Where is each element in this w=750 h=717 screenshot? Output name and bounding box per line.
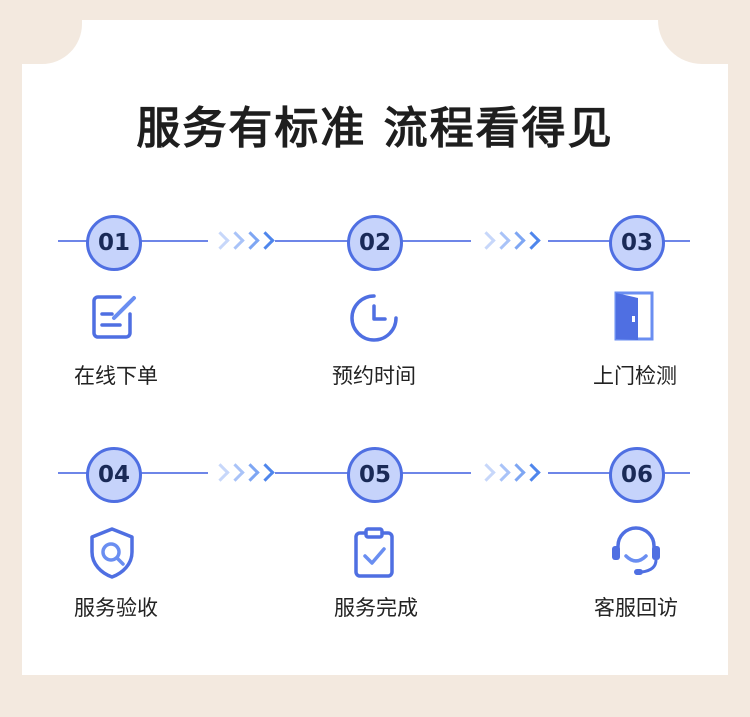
arrow-chevrons-icon: [211, 463, 275, 482]
arrow-chevrons-icon: [211, 231, 275, 250]
arrow-chevrons-icon: [477, 463, 541, 482]
step-label: 在线下单: [74, 364, 158, 388]
step-label: 服务完成: [334, 596, 418, 620]
process-row-1: 01 02 03 在线下单 预约时间 上门检测: [0, 210, 750, 388]
step-label: 客服回访: [594, 596, 678, 620]
door-icon: [614, 291, 654, 341]
process-row-2: 04 05 06 服务验收 服务完成 客服回访: [0, 442, 750, 620]
step-number-badge: 04: [86, 447, 142, 503]
card-corner-decoration: [658, 20, 728, 64]
step-number-badge: 05: [347, 447, 403, 503]
edit-form-icon: [92, 295, 136, 339]
clipboard-check-icon: [354, 527, 394, 578]
card-corner-decoration: [22, 20, 82, 64]
headset-icon: [612, 526, 660, 575]
step-label: 预约时间: [332, 364, 416, 388]
step-number-badge: 02: [347, 215, 403, 271]
arrow-chevrons-icon: [477, 231, 541, 250]
page-title: 服务有标准 流程看得见: [136, 103, 614, 154]
clock-icon: [350, 294, 398, 342]
step-number-badge: 03: [609, 215, 665, 271]
step-number-badge: 01: [86, 215, 142, 271]
step-label: 上门检测: [593, 364, 677, 388]
step-number-badge: 06: [609, 447, 665, 503]
content-card: [22, 20, 728, 675]
shield-search-icon: [90, 527, 134, 579]
step-label: 服务验收: [74, 596, 158, 620]
